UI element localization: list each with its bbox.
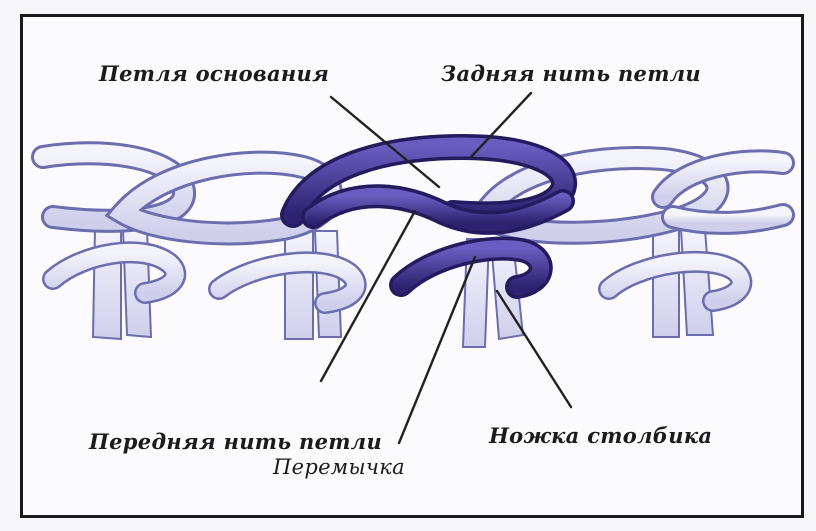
pointer-back-thread	[469, 91, 533, 159]
chain-loop-right	[651, 149, 795, 235]
front-strand-dark	[301, 184, 575, 235]
pointer-bridge	[397, 255, 477, 445]
pointer-lines	[319, 91, 573, 445]
pointer-stitch-leg	[495, 289, 573, 409]
post-midleft	[284, 230, 314, 340]
diagram-frame: Петля основания Задняя нить петли Передн…	[20, 14, 804, 518]
post-midleft-b	[313, 230, 343, 338]
post-right	[652, 228, 680, 338]
label-front-thread: Передняя нить петли	[89, 429, 383, 454]
pointer-front-thread	[319, 209, 417, 383]
label-back-thread: Задняя нить петли	[441, 61, 701, 86]
hook-left	[42, 241, 187, 304]
label-base-loop: Петля основания	[99, 61, 330, 86]
hook-midleft	[208, 251, 367, 314]
lower-hook-dark	[389, 236, 553, 299]
crochet-stitch-diagram	[31, 91, 795, 445]
chain-loop-midleft	[104, 150, 343, 246]
label-bridge: Перемычка	[273, 455, 405, 479]
post-right-b	[679, 228, 715, 336]
hook-right	[598, 250, 753, 312]
label-stitch-leg: Ножка столбика	[489, 423, 713, 448]
pointer-base-loop	[329, 95, 441, 189]
lower-loops	[42, 241, 753, 314]
highlighted-stitch	[280, 133, 577, 299]
